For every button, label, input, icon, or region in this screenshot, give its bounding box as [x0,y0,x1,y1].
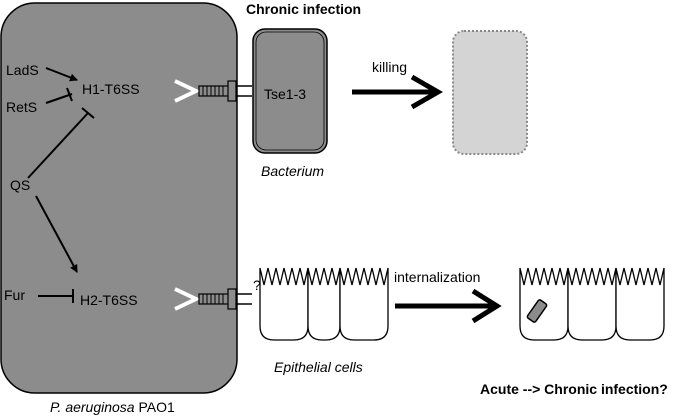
qs-label: QS [10,177,30,193]
h2-secretion-apparatus [198,288,252,310]
qs-h2-activation-arrow [35,195,78,273]
qs-h1-inhibition-line [27,112,89,179]
h1-secretion-chevron [174,79,201,103]
species-name: P. aeruginosa [50,399,135,415]
killed-bacterium [452,30,528,155]
killing-label: killing [372,59,407,75]
rets-inhibition-line [45,93,73,104]
bacterium-label: Bacterium [261,163,324,179]
tse-effectors-label: Tse1-3 [264,86,306,102]
strain-name: PAO1 [135,399,175,415]
qs-h1-inhibition-bar [81,107,95,119]
internalization-label: internalization [394,269,480,285]
epithelial-cells [259,267,389,341]
target-bacterium-inner-outline [255,31,325,151]
lads-label: LadS [6,62,39,78]
epithelial-cells-label: Epithelial cells [274,359,363,375]
outcome-label: Acute --> Chronic infection? [480,381,668,397]
lads-activation-arrow [45,67,78,82]
epithelial-cell [259,267,309,341]
h1-secretion-apparatus [198,80,252,102]
killing-arrow [352,74,444,110]
epithelial-cell [615,267,665,341]
rets-label: RetS [6,99,37,115]
chronic-infection-title: Chronic infection [246,1,361,17]
h2-secretion-chevron [174,287,201,311]
internalization-arrow [395,288,502,324]
target-bacterium [252,28,328,154]
infected-epithelial-cells [519,267,665,341]
question-mark: ? [253,277,261,293]
fur-label: Fur [4,287,25,303]
h1-t6ss-label: H1-T6SS [82,81,140,97]
internalized-bacterium [526,299,548,323]
epithelial-cell [567,267,617,341]
epithelial-cell [339,267,389,341]
organism-label: P. aeruginosa PAO1 [50,399,175,415]
rets-inhibition-bar [66,87,73,102]
epithelial-cell [307,267,341,341]
h2-t6ss-label: H2-T6SS [80,292,138,308]
